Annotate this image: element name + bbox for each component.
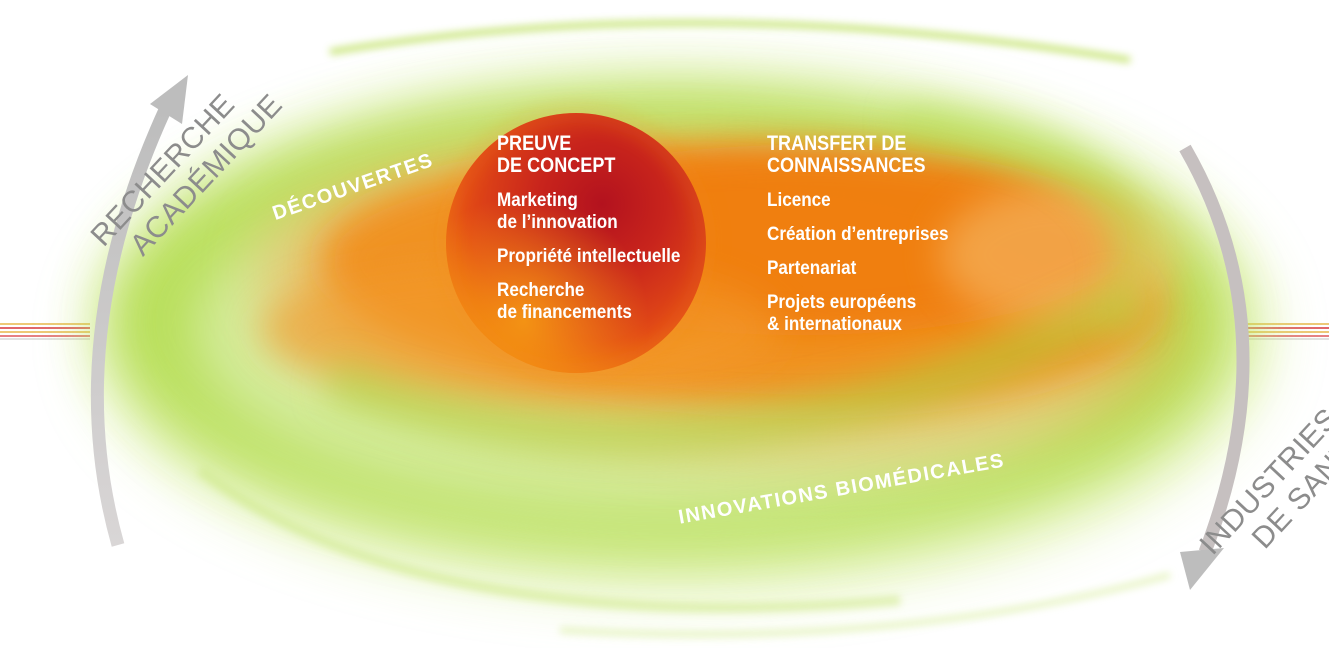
poc-item-2-line1: Propriété intellectuelle	[497, 246, 681, 267]
proof-of-concept-block: PREUVE DE CONCEPT Marketing de l’innovat…	[497, 133, 701, 322]
kt-item-2-line1: Création d’entreprises	[767, 224, 949, 245]
poc-item-3-line2: de financements	[497, 302, 632, 323]
proof-of-concept-heading-line1: PREUVE	[497, 132, 572, 155]
kt-item-4-line2: & internationaux	[767, 314, 902, 335]
kt-item-3-line1: Partenariat	[767, 258, 857, 279]
right-cycle-arrow	[1179, 144, 1250, 590]
swirl-strokes	[196, 19, 1171, 638]
proof-of-concept-heading-line2: DE CONCEPT	[497, 154, 616, 177]
knowledge-transfer-heading-line2: CONNAISSANCES	[767, 154, 926, 177]
knowledge-transfer-block: TRANSFERT DE CONNAISSANCES Licence Créat…	[767, 133, 969, 334]
kt-item-1-line1: Licence	[767, 190, 831, 211]
green-inner-band	[322, 105, 1146, 455]
poc-item-3-line1: Recherche	[497, 280, 585, 301]
left-stripes	[0, 323, 90, 340]
knowledge-transfer-heading-line1: TRANSFERT DE	[767, 132, 907, 155]
left-cycle-arrow	[90, 75, 188, 547]
kt-item-4-line1: Projets européens	[767, 292, 917, 313]
poc-item-1-line2: de l’innovation	[497, 212, 618, 233]
red-sphere	[441, 108, 711, 378]
poc-item-1-line1: Marketing	[497, 190, 578, 211]
